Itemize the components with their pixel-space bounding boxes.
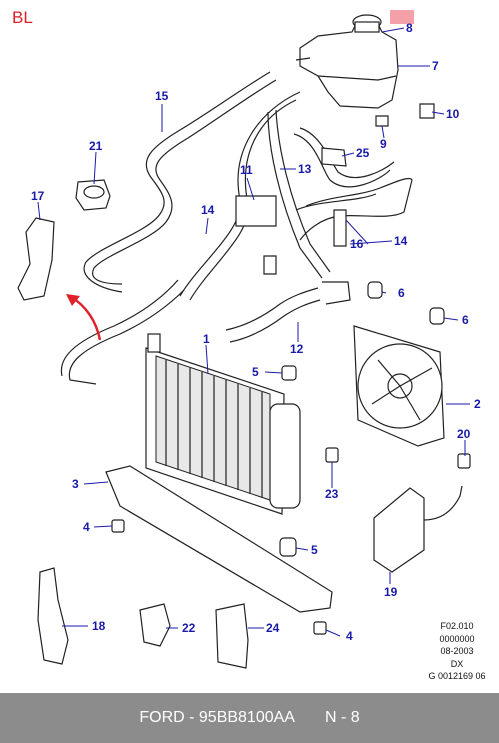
callout-13: 13	[298, 162, 312, 176]
callout-5-lower: 5	[311, 543, 318, 557]
callout-3: 3	[72, 477, 79, 491]
callout-numbers: 8 7 10 9 25 13 11 15 21 17 14 14 16 6 6 …	[31, 21, 481, 643]
lower-mount	[105, 465, 333, 613]
highlight-marker	[390, 10, 414, 24]
corner-label: BL	[12, 8, 33, 27]
leader-lines	[37, 27, 470, 637]
module-19	[373, 485, 463, 573]
callout-17: 17	[31, 189, 45, 203]
reference-block: F02.010 0000000 08-2003 DX G 0012169 06	[422, 620, 492, 683]
callout-4-right: 4	[346, 629, 353, 643]
footer-bar: FORD - 95BB8100AA N - 8	[0, 693, 499, 743]
callout-9: 9	[380, 137, 387, 151]
clip-24	[215, 603, 249, 669]
callout-8: 8	[406, 21, 413, 35]
ref-line-5: G 0012169 06	[428, 671, 486, 682]
ref-line-3: 08-2003	[440, 646, 474, 657]
position-label: N - 8	[324, 709, 360, 726]
part-info: FORD - 95BB8100AA	[139, 709, 295, 726]
expansion-tank	[295, 14, 399, 109]
callout-12: 12	[290, 342, 304, 356]
callout-7: 7	[432, 59, 439, 73]
clip-18	[37, 567, 69, 665]
callout-25: 25	[356, 146, 370, 160]
callout-19: 19	[384, 585, 398, 599]
fan-and-shroud	[353, 325, 445, 447]
callout-20: 20	[457, 427, 471, 441]
callout-11: 11	[240, 163, 253, 177]
callout-6-upper: 6	[398, 286, 405, 300]
mounting-hardware	[111, 103, 471, 635]
ref-line-4: DX	[450, 658, 464, 669]
ref-line-2: 0000000	[439, 633, 475, 644]
callout-14-left: 14	[201, 203, 215, 217]
hose-12	[225, 281, 351, 343]
callout-21: 21	[89, 139, 103, 153]
callout-15: 15	[155, 89, 169, 103]
clip-21	[75, 179, 111, 211]
callout-18: 18	[92, 619, 106, 633]
callout-4-left: 4	[83, 520, 90, 534]
callout-16: 16	[350, 237, 364, 251]
callout-1: 1	[203, 332, 210, 346]
callout-6-lower: 6	[462, 313, 469, 327]
radiator	[145, 333, 301, 515]
callout-2: 2	[474, 397, 481, 411]
ref-line-1: F02.010	[440, 621, 474, 631]
callout-22: 22	[182, 621, 196, 635]
callout-5-upper: 5	[252, 365, 259, 379]
callout-10: 10	[446, 107, 460, 121]
callout-23: 23	[325, 487, 339, 501]
hose-assembly-upper	[83, 71, 413, 301]
callout-14-right: 14	[394, 234, 408, 248]
lower-hose	[60, 279, 185, 385]
clip-22	[139, 603, 171, 647]
exploded-parts-diagram: 8 7 10 9 25 13 11 15 21 17 14 14 16 6 6 …	[17, 10, 481, 669]
callout-24: 24	[266, 621, 280, 635]
bracket-17	[17, 217, 55, 301]
